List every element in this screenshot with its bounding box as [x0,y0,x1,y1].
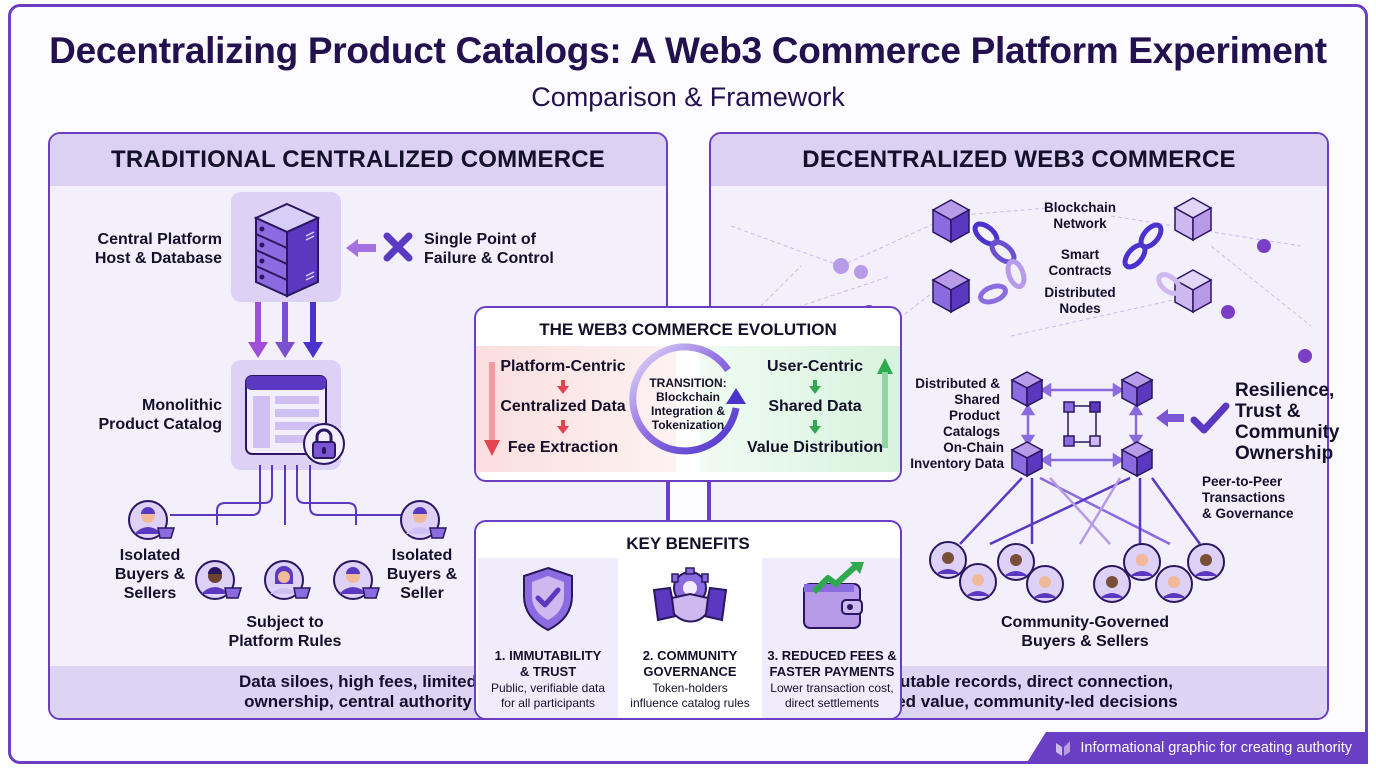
page-title: Decentralizing Product Catalogs: A Web3 … [49,30,1327,71]
isolated-buyers-right-label: Isolated Buyers & Seller [386,547,458,602]
shared-catalogs-label: Distributed & Shared Product Catalogs [915,376,1000,439]
benefit-desc: Public, verifiable data for all particip… [490,681,606,710]
community-label: Community-Governed Buyers & Sellers [1000,614,1169,650]
arrow-left-icon [346,239,376,257]
connection-lines [170,465,408,525]
benefit-fees: 3. REDUCED FEES & FASTER PAYMENTS Lower … [762,558,900,718]
server-label: Central Platform Host & Database [94,231,222,267]
evolution-card: THE WEB3 COMMERCE EVOLUTION [474,306,902,482]
down-arrow-icon [809,380,821,394]
distributed-catalog-graphic [1010,371,1154,478]
shopper-avatar-icon [264,560,312,600]
distributed-nodes-label: Distributed Nodes [1044,285,1116,316]
evo-step-user-centric: User-Centric [766,358,864,375]
down-arrow-icon [557,420,569,434]
evo-step-shared-data: Shared Data [768,398,862,415]
resilience-label: Resilience, Trust & Community Ownership [1235,380,1340,464]
card-connector [707,482,709,520]
down-arrow-icon [557,380,569,394]
growth-arrow-icon [877,358,893,448]
failure-label: Single Point of Failure & Control [424,231,554,267]
card-connector [668,482,670,520]
decline-arrow-icon [484,362,500,456]
benefit-desc: Lower transaction cost, direct settlemen… [770,681,894,710]
benefit-governance: 2. COMMUNITY GOVERNANCE Token-holders in… [620,558,760,718]
evo-step-fee-extraction: Fee Extraction [507,439,619,456]
isolated-buyers-left-label: Isolated Buyers & Sellers [114,547,186,602]
blockchain-network-label: Blockchain Network [1043,200,1117,231]
traditional-heading: TRADITIONAL CENTRALIZED COMMERCE [50,134,666,186]
catalog-label: Monolithic Product Catalog [98,397,222,433]
p2p-label: Peer-to-Peer Transactions & Governance [1202,474,1294,521]
benefit-title: 1. IMMUTABILITY & TRUST [494,648,602,679]
traditional-summary-text: Data siloes, high fees, limited ownershi… [238,672,478,711]
benefit-title: 3. REDUCED FEES & FASTER PAYMENTS [767,648,897,679]
down-arrow-icon [809,420,821,434]
page-subtitle: Comparison & Framework [531,82,845,112]
benefits-card: KEY BENEFITS 1. IMMUTABILITY & TRUST Pub… [474,520,902,720]
shopper-avatar-icon [333,560,381,600]
shopper-avatar-icon [195,560,243,600]
smart-contract-icon [1063,401,1101,447]
community-avatar-icon [929,541,1225,603]
data-flow-arrows [248,302,323,358]
wallet-growth-icon [803,561,864,629]
shopper-avatar-icon [128,500,176,540]
benefit-immutability: 1. IMMUTABILITY & TRUST Public, verifiab… [478,558,618,718]
evo-step-value-distribution: Value Distribution [746,439,883,456]
evo-step-platform-centric: Platform-Centric [500,358,626,375]
smart-contracts-label: Smart Contracts [1048,247,1112,278]
lock-icon [303,423,345,465]
x-mark-icon [383,232,413,262]
checkmark-icon [1190,402,1230,434]
arrow-left-icon [1156,409,1184,427]
benefit-desc: Token-holders influence catalog rules [630,681,750,710]
web3-summary-text: Immutable records, direct connection, sh… [860,672,1178,711]
p2p-arrows [959,476,1202,546]
handshake-gear-icon [652,567,728,623]
shield-check-icon [523,566,573,632]
chain-link-icon [972,221,1182,305]
server-icon [253,202,321,298]
inventory-data-label: On-Chain Inventory Data [910,440,1004,471]
footer-badge-text: Informational graphic for creating autho… [1080,740,1352,756]
logo-mark-icon [1056,741,1071,756]
shopper-avatar-icon [400,500,448,540]
transition-label: TRANSITION: Blockchain Integration & Tok… [649,376,727,432]
transition-cycle-icon [629,343,746,455]
footer-badge: Informational graphic for creating autho… [1026,732,1368,764]
benefit-title: 2. COMMUNITY GOVERNANCE [642,648,738,679]
evo-step-centralized-data: Centralized Data [500,398,626,415]
evolution-heading: THE WEB3 COMMERCE EVOLUTION [539,320,837,339]
benefits-heading: KEY BENEFITS [626,534,750,553]
platform-rules-label: Subject to Platform Rules [228,614,342,650]
web3-heading: DECENTRALIZED WEB3 COMMERCE [711,134,1327,186]
